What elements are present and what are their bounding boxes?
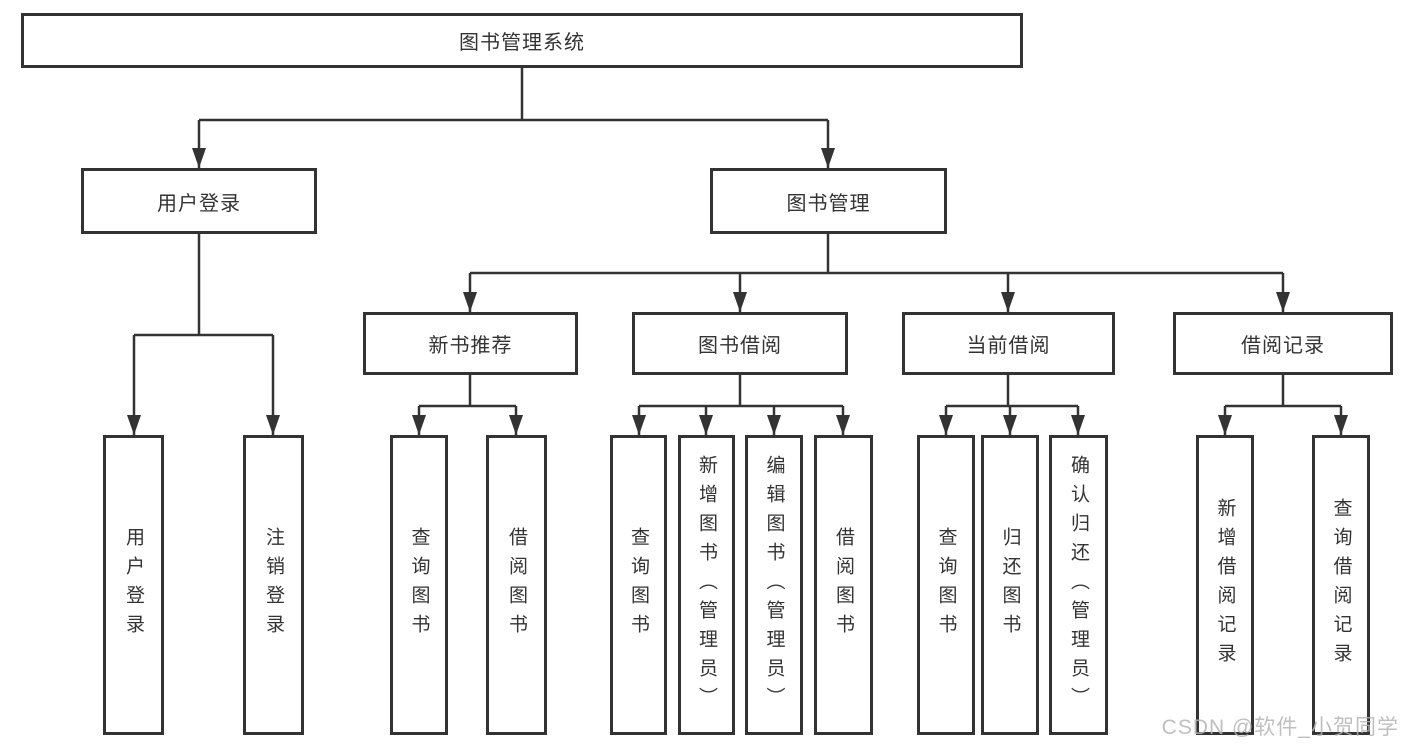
connector-book-management-to-level3 [463, 234, 1290, 312]
leaf-borrow-books-recommend: 借阅图书 [486, 435, 547, 735]
node-book-management: 图书管理 [710, 168, 947, 234]
node-new-book-recommend: 新书推荐 [363, 312, 578, 375]
node-root-library-system: 图书管理系统 [21, 13, 1023, 68]
leaf-query-books-recommend: 查询图书 [390, 435, 448, 735]
leaf-logout: 注销登录 [243, 435, 304, 735]
connector-borrow-records-to-leaves [1218, 375, 1348, 435]
leaf-user-login: 用户登录 [103, 435, 164, 735]
leaf-query-borrow-record: 查询借阅记录 [1312, 435, 1370, 735]
node-current-borrow: 当前借阅 [902, 312, 1115, 375]
leaf-edit-books-admin: 编辑图书（管理员） [745, 435, 803, 735]
leaf-return-books: 归还图书 [981, 435, 1039, 735]
node-borrow-records: 借阅记录 [1173, 312, 1393, 375]
connector-root-to-level2 [192, 68, 835, 168]
node-book-borrow: 图书借阅 [632, 312, 848, 375]
leaf-query-books-current: 查询图书 [917, 435, 975, 735]
connector-book-borrow-to-leaves [632, 375, 850, 435]
leaf-add-books-admin: 新增图书（管理员） [678, 435, 735, 735]
leaf-borrow-books: 借阅图书 [814, 435, 873, 735]
node-user-login: 用户登录 [81, 168, 317, 234]
connector-new-book-recommend-to-leaves [412, 375, 523, 435]
connector-user-login-to-leaves [127, 234, 280, 435]
leaf-add-borrow-record: 新增借阅记录 [1196, 435, 1254, 735]
leaf-confirm-return-admin: 确认归还（管理员） [1049, 435, 1108, 735]
leaf-query-books-borrow: 查询图书 [610, 435, 667, 735]
csdn-watermark: CSDN @软件_小贺同学 [1161, 716, 1399, 739]
connector-current-borrow-to-leaves [939, 375, 1085, 435]
